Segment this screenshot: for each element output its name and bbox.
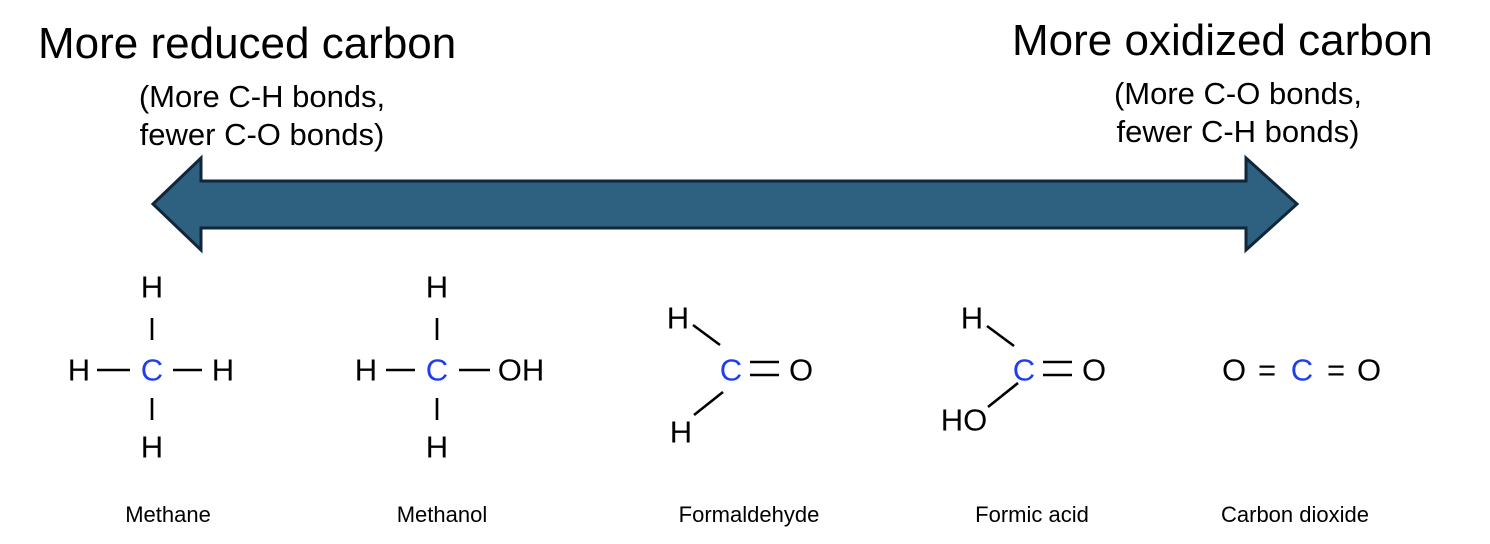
carbon-atom: C	[426, 353, 448, 388]
molecule-name: Formaldehyde	[679, 502, 820, 527]
formaldehyde-structure: H C H O	[667, 301, 813, 450]
molecule-name: Methanol	[397, 502, 488, 527]
methane-structure: H C H H H	[68, 270, 234, 465]
bond	[692, 323, 721, 347]
atom: O	[789, 353, 813, 388]
atom: O	[1222, 353, 1246, 388]
bond	[987, 381, 1019, 409]
molecule-name: Formic acid	[975, 502, 1089, 527]
carbon-atom: C	[1013, 353, 1035, 388]
atom: H	[426, 430, 448, 465]
methanol-structure: H C H OH H	[355, 270, 544, 465]
double-bond: =	[1327, 353, 1345, 388]
atom: H	[667, 301, 689, 336]
carbon-dioxide-structure: O = C = O	[1222, 353, 1381, 388]
molecule-name: Methane	[125, 502, 211, 527]
right-heading-title: More oxidized carbon	[1012, 16, 1433, 65]
atom: H	[426, 270, 448, 305]
bond	[693, 390, 724, 417]
right-heading-line2: fewer C-H bonds)	[1117, 114, 1360, 149]
carbon-atom: C	[141, 353, 163, 388]
carbon-atom: C	[720, 353, 742, 388]
left-heading-title: More reduced carbon	[38, 19, 456, 68]
bond	[986, 324, 1015, 348]
right-heading-line1: (More C-O bonds,	[1114, 76, 1362, 111]
atom: HO	[941, 403, 988, 438]
atom: H	[68, 353, 90, 388]
left-heading-line2: fewer C-O bonds)	[140, 117, 385, 152]
molecule-name: Carbon dioxide	[1221, 502, 1369, 527]
atom: H	[141, 270, 163, 305]
atom: H	[141, 430, 163, 465]
atom: OH	[498, 353, 545, 388]
atom: H	[212, 353, 234, 388]
atom: O	[1357, 353, 1381, 388]
carbon-atom: C	[1291, 353, 1313, 388]
double-bond: =	[1258, 353, 1276, 388]
double-headed-arrow	[150, 154, 1300, 254]
atom: H	[355, 353, 377, 388]
atom: O	[1082, 353, 1106, 388]
atom: H	[961, 301, 983, 336]
formic-acid-structure: H C HO O	[941, 301, 1106, 438]
left-heading-line1: (More C-H bonds,	[139, 79, 385, 114]
atom: H	[670, 415, 692, 450]
